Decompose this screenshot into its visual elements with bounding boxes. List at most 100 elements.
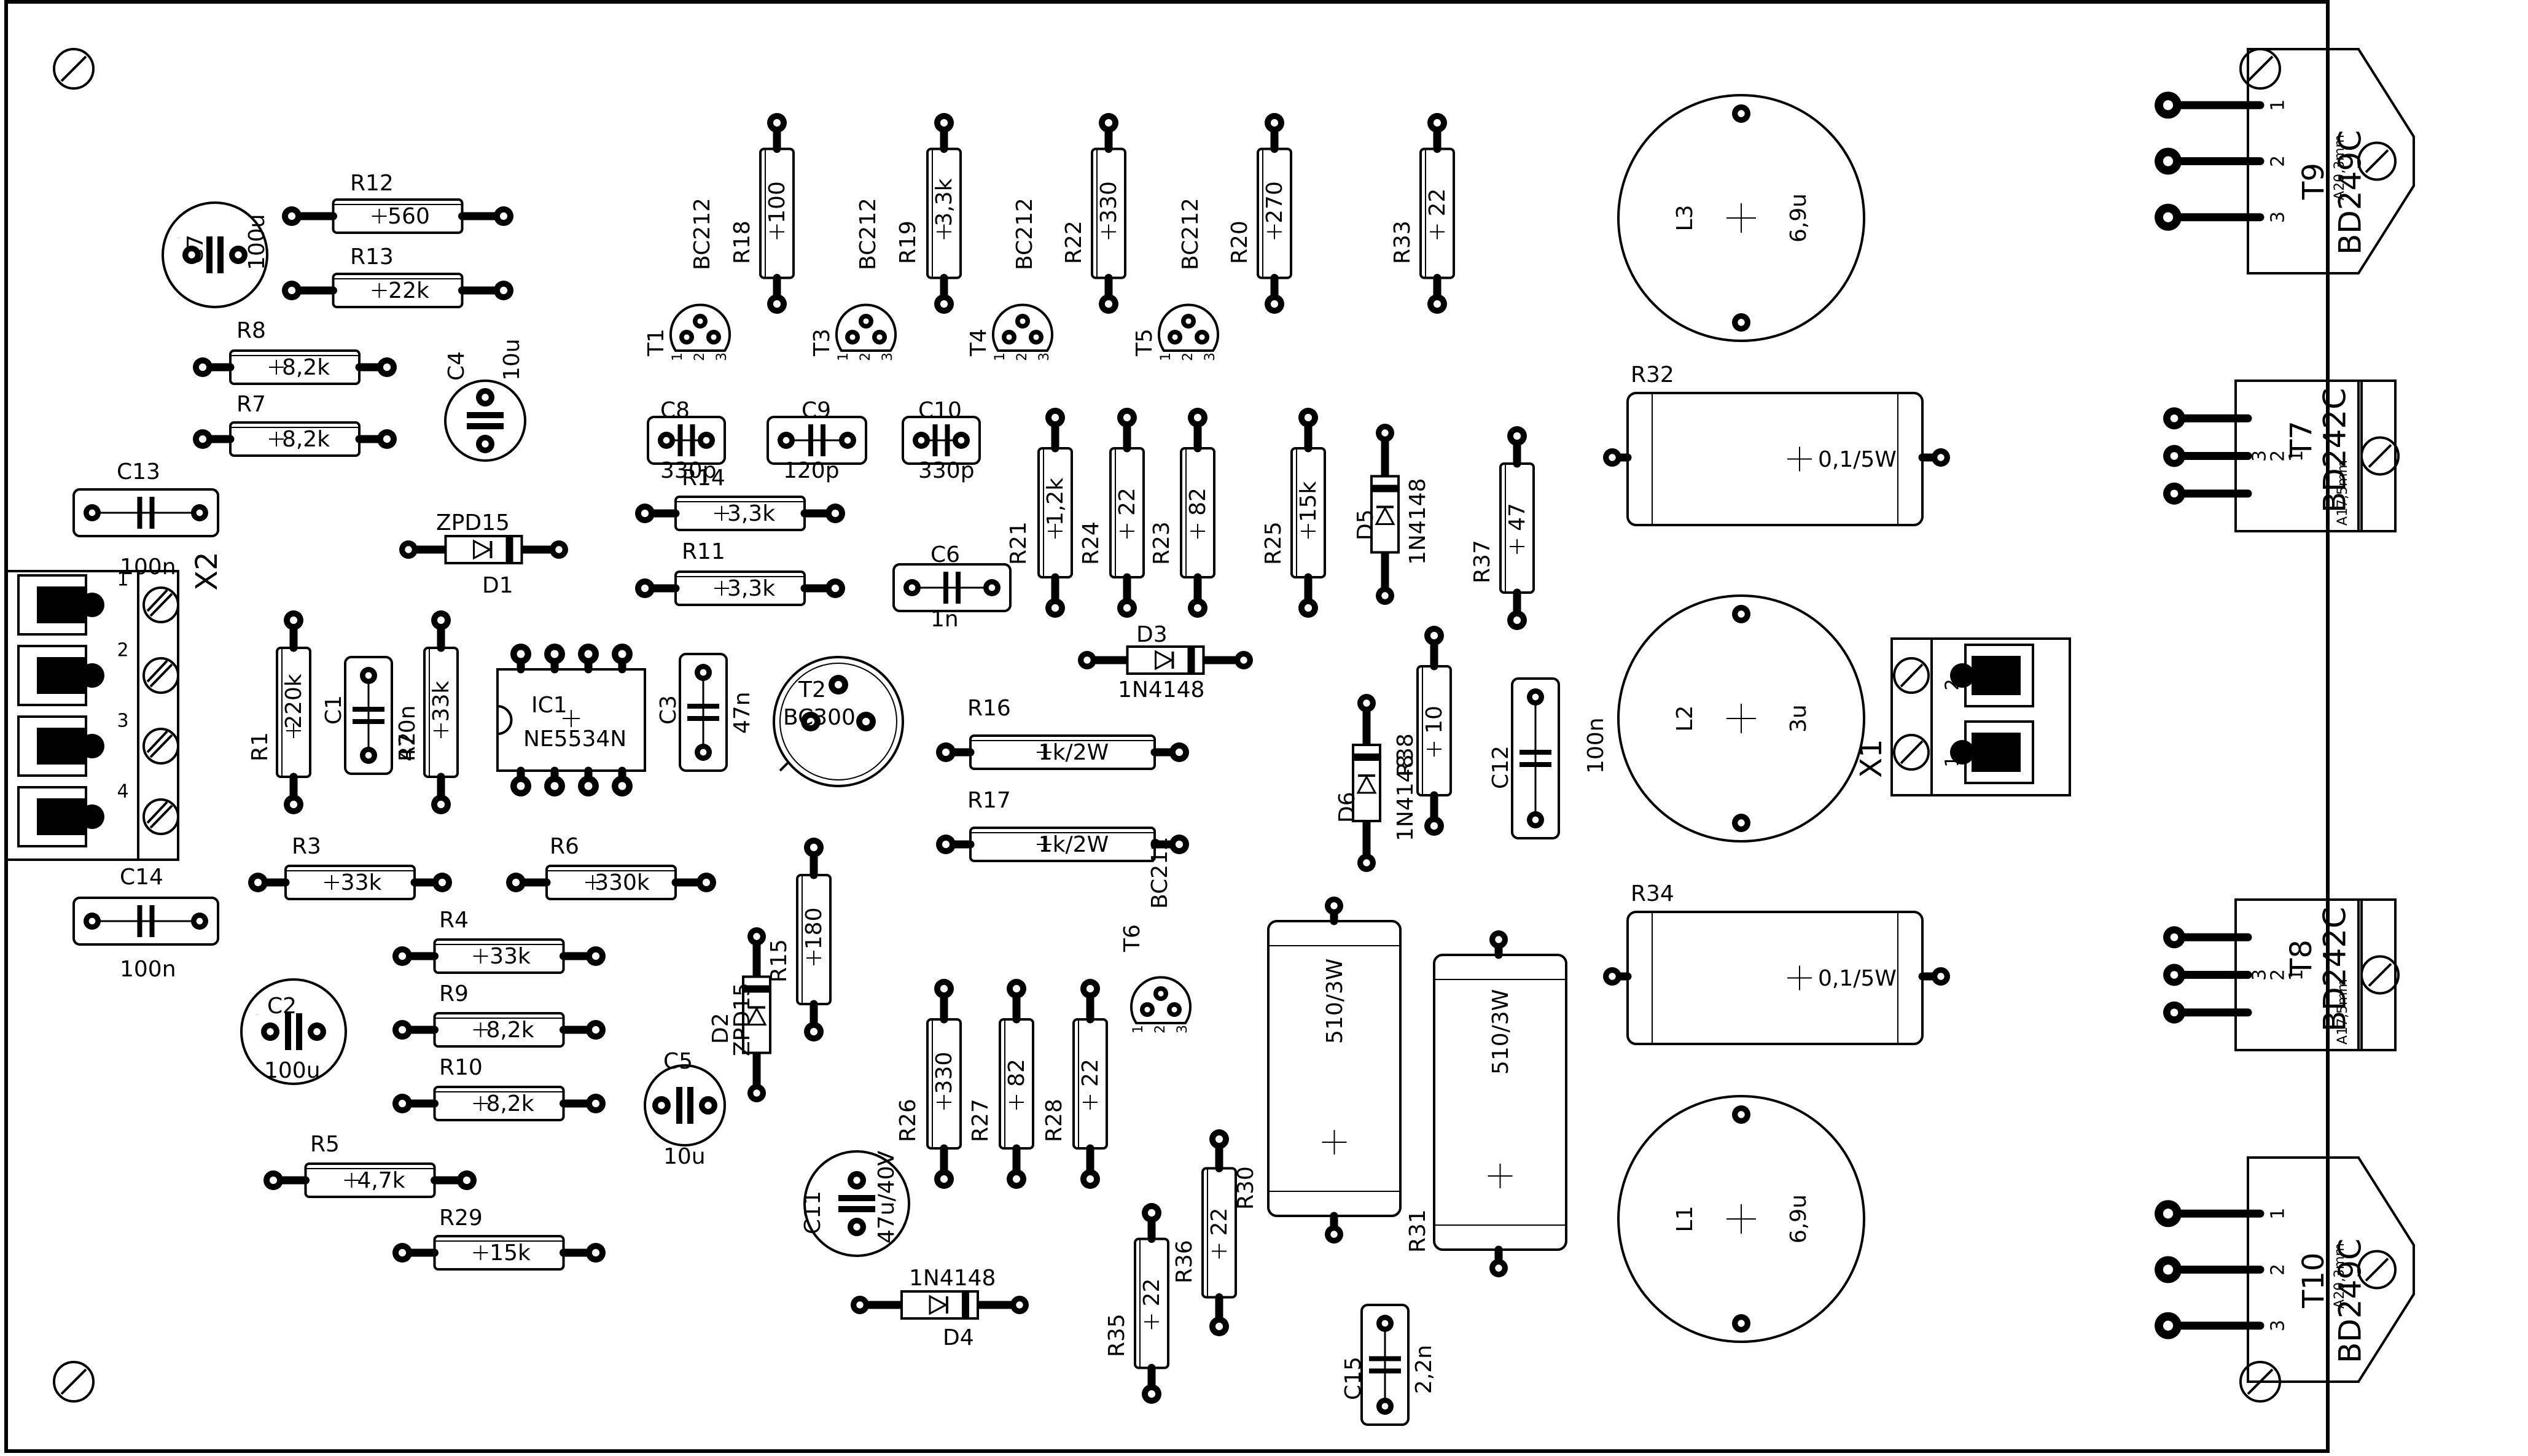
reference-label: R9 <box>439 981 469 1006</box>
value-label: 4,7k <box>357 1168 405 1193</box>
value-label: 22 <box>1115 488 1140 516</box>
value-label: 33k <box>490 944 531 969</box>
pin-number: 2 <box>2268 155 2289 167</box>
pin-number: 2 <box>2268 450 2289 462</box>
value-label: 100n <box>1583 717 1609 774</box>
value-label: 22 <box>1139 1279 1165 1307</box>
reference-label: X1 <box>1854 739 1889 777</box>
reference-label: IC1 <box>531 693 568 718</box>
value-label: 10 <box>1422 706 1447 734</box>
value-label: 1N4148 <box>1393 755 1418 841</box>
reference-label: R4 <box>439 908 469 933</box>
value-label: 47 <box>1505 503 1530 531</box>
reference-label: R11 <box>682 539 725 564</box>
pin-number: 1 <box>2268 99 2289 111</box>
value-label: 8,2k <box>486 1018 534 1043</box>
pin-number: 3 <box>880 352 895 361</box>
reference-label: D4 <box>943 1325 974 1350</box>
value-label: 22 <box>1425 189 1450 217</box>
reference-label: C12 <box>1488 746 1513 789</box>
reference-label: R20 <box>1227 220 1252 264</box>
value-label: 100n <box>120 555 176 580</box>
value-label: 47u/40V <box>874 1150 899 1244</box>
reference-label: R36 <box>1172 1240 1197 1283</box>
reference-label: C15 <box>1341 1357 1366 1400</box>
pin-number: 2 <box>1180 352 1196 361</box>
reference-label: L2 <box>1672 706 1698 732</box>
value-label: 1,2k <box>1043 478 1068 526</box>
resistor-R9: 8,2k R9 <box>392 981 606 1048</box>
mounting-hole <box>2239 48 2281 90</box>
value-label: 330p <box>660 458 717 483</box>
pin-number: 3 <box>2249 969 2271 981</box>
pin-number: 2 <box>117 640 128 661</box>
pin-number: 2 <box>858 352 873 361</box>
pin-number: 3 <box>2268 211 2289 223</box>
capacitor-C3: C3 47n <box>656 653 755 772</box>
reference-label: R31 <box>1405 1209 1430 1253</box>
value-label: 3,3k <box>727 576 775 601</box>
reference-label: R32 <box>1631 362 1674 387</box>
pin-number: 3 <box>1037 352 1052 361</box>
reference-label: R34 <box>1631 881 1674 906</box>
resistor-R7: 8,2k R7 <box>193 392 397 457</box>
heatsink-label: A20,3mm <box>2332 134 2347 200</box>
value-label: 510/3W <box>1488 989 1513 1075</box>
reference-label: C7 <box>183 235 208 264</box>
value-label: 22 <box>1078 1059 1103 1087</box>
silk-label: electrolytic <box>647 1088 650 1089</box>
pin-number: 1 <box>670 352 685 361</box>
reference-label: D2 <box>708 1013 733 1044</box>
value-label: 8,2k <box>282 427 330 452</box>
reference-label: R1 <box>248 732 273 761</box>
reference-label: C11 <box>800 1191 825 1234</box>
value-label: BD249C <box>2333 130 2368 255</box>
inductor-L1: L1 6,9u <box>1617 1095 1865 1343</box>
power-resistor-R30P: 510/3W <box>1267 897 1402 1244</box>
reference-label: R30 <box>1233 1166 1258 1210</box>
resistor-R4: 33k R4 <box>392 908 606 974</box>
value-label: 6,9u <box>1786 1194 1811 1244</box>
reference-label: L1 <box>1672 1206 1698 1232</box>
reference-label: R13 <box>350 244 394 270</box>
reference-label: R25 <box>1261 521 1286 565</box>
value-label: 47n <box>730 691 755 734</box>
value-label: 1N4148 <box>1405 478 1430 565</box>
value-label: 180 <box>802 908 827 950</box>
reference-label: R2 <box>395 732 420 761</box>
value-label: BD249C <box>2333 1239 2368 1363</box>
reference-label: T5 <box>1132 329 1157 357</box>
reference-label: D6 <box>1335 792 1360 823</box>
pin-number: 1 <box>2268 1208 2289 1220</box>
value-label: 82 <box>1185 488 1211 516</box>
pin-number: 3 <box>1203 352 1218 361</box>
pin-number: 3 <box>2249 450 2271 462</box>
reference-label: R28 <box>1042 1099 1067 1142</box>
reference-label: R10 <box>439 1055 483 1080</box>
value-label: 100 <box>765 181 790 224</box>
reference-label: C3 <box>656 695 681 725</box>
reference-label: R23 <box>1149 521 1174 565</box>
reference-label: R7 <box>236 392 266 417</box>
reference-label: R33 <box>1390 220 1415 264</box>
pin-number: 2 <box>1153 1025 1168 1034</box>
